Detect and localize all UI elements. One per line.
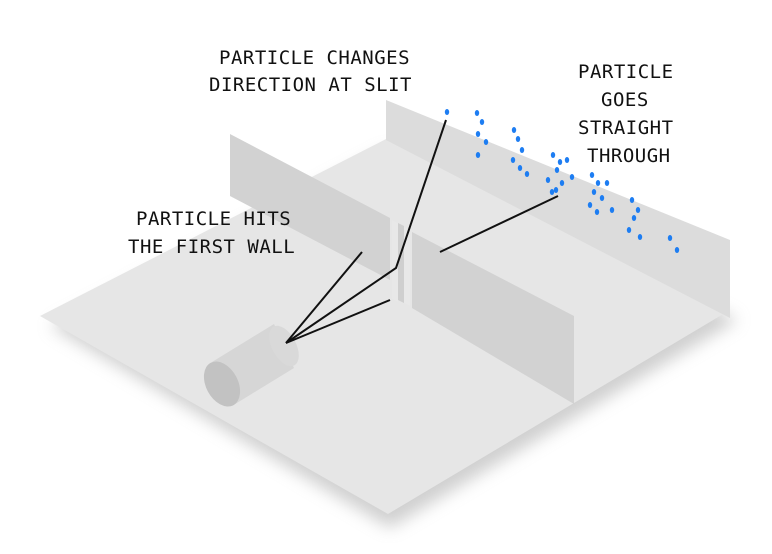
detection-dot (609, 207, 615, 213)
detection-dot (515, 136, 521, 142)
detection-dot (569, 174, 575, 180)
detection-dot (475, 131, 481, 137)
detection-dot (635, 207, 641, 213)
detection-dot (444, 109, 450, 115)
detection-dot (517, 165, 523, 171)
detection-dot (587, 202, 593, 208)
label-straight-line4: THROUGH (587, 145, 671, 167)
detection-dot (549, 189, 555, 195)
detection-dot (557, 159, 563, 165)
first-wall-mid (398, 223, 404, 303)
detection-dot (554, 167, 560, 173)
detection-dot (479, 119, 485, 125)
detection-dot (594, 209, 600, 215)
detection-dot (629, 197, 635, 203)
line-to-first-wall (285, 251, 363, 344)
detection-dot (604, 180, 610, 186)
label-wall-line1: PARTICLE HITS (136, 208, 291, 230)
detection-dot (591, 189, 597, 195)
floor (40, 138, 730, 514)
detection-dots (444, 109, 680, 253)
detection-dot (559, 180, 565, 186)
trajectory-lines (285, 119, 559, 344)
detection-dot (599, 195, 605, 201)
detection-dot (545, 177, 551, 183)
line-through-slit (285, 119, 447, 344)
label-slit-line1: PARTICLE CHANGES (219, 47, 410, 69)
detection-dot (550, 152, 556, 158)
label-wall-line2: THE FIRST WALL (128, 236, 295, 258)
first-wall-left (230, 134, 390, 280)
detection-dot (564, 157, 570, 163)
detection-dot (595, 180, 601, 186)
line-straight-label (439, 195, 559, 253)
detection-dot (674, 247, 680, 253)
detection-dot (511, 127, 517, 133)
detection-dot (474, 110, 480, 116)
detection-dot (667, 235, 673, 241)
detection-dot (553, 187, 559, 193)
slit-edge-right (404, 227, 410, 306)
back-screen (386, 100, 730, 318)
detection-dot (510, 157, 516, 163)
detection-dot (589, 172, 595, 178)
line-slit-to-straight (285, 299, 391, 344)
label-straight-line3: STRAIGHT (578, 117, 674, 139)
detection-dot (483, 139, 489, 145)
detection-dot (637, 234, 643, 240)
detection-dot (631, 215, 637, 221)
detection-dot (519, 147, 525, 153)
detection-dot (475, 152, 481, 158)
label-straight-line1: PARTICLE (578, 61, 674, 83)
detection-dot (626, 227, 632, 233)
label-slit-line2: DIRECTION AT SLIT (209, 74, 412, 96)
first-wall-right (412, 232, 574, 404)
slit-edge-left (392, 220, 398, 302)
detection-dot (524, 171, 530, 177)
label-straight-line2: GOES (601, 89, 649, 111)
